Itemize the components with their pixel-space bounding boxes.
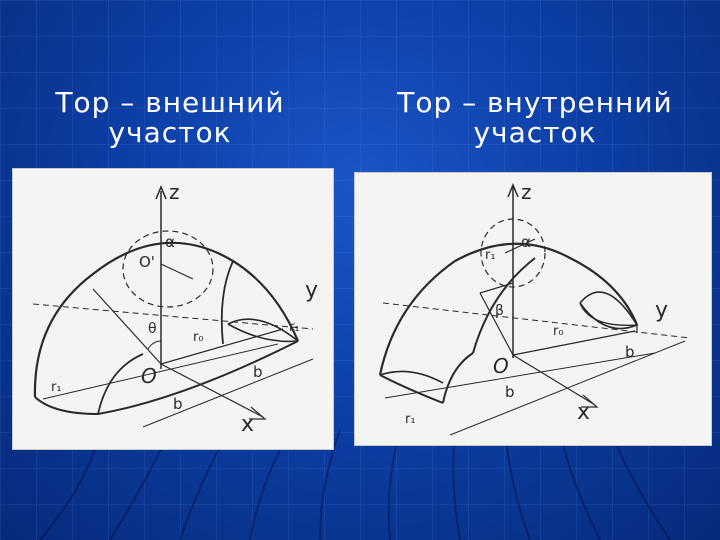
outer-shell-front-edge (97, 353, 144, 415)
radius-r0 (512, 330, 636, 356)
outer-shell-inner-edge (220, 260, 234, 345)
outer-torus-figure: z y x O O' α θ r₀ r₁ r₁ b b (12, 168, 334, 450)
end-cap-top (227, 318, 299, 342)
label-beta: β (495, 303, 504, 319)
label-origin: O (141, 364, 157, 388)
dimension-line-right (449, 340, 686, 436)
label-y: y (305, 278, 318, 303)
generating-circle (122, 230, 214, 308)
label-theta: θ (148, 321, 157, 337)
label-r1-top: r₁ (485, 248, 496, 263)
label-alpha: α (521, 233, 531, 251)
z-axis-arrow (155, 185, 167, 200)
label-r1-left: r₁ (51, 380, 62, 395)
label-x: x (241, 412, 254, 437)
z-axis-arrow (507, 183, 519, 198)
label-r1: r₁ (405, 412, 416, 427)
dimension-line-right (142, 358, 314, 428)
label-z: z (169, 180, 180, 204)
x-axis (512, 354, 596, 406)
y-axis (382, 302, 691, 339)
radius-r1 (160, 263, 194, 280)
right-heading: Тор – внутренний участок (375, 88, 695, 148)
outer-shell-arc (378, 242, 639, 376)
label-b-right: b (253, 363, 263, 381)
right-end-cap-lower (579, 302, 638, 327)
radius-r1 (504, 238, 536, 254)
outer-shell-base (34, 340, 299, 416)
outer-shell-front-edge (442, 352, 474, 404)
inner-torus-figure: z y x O α β r₀ r₁ r₁ b b (354, 172, 712, 446)
left-end-cap (379, 370, 444, 384)
radius-r0 (160, 328, 284, 365)
left-heading: Тор – внешний участок (20, 88, 320, 148)
label-origin: O (493, 354, 509, 378)
label-alpha: α (165, 233, 175, 251)
end-cap-bottom (227, 323, 299, 343)
label-z: z (521, 180, 532, 204)
theta-radius (92, 288, 162, 365)
label-x: x (577, 400, 590, 425)
label-b-lower: b (173, 395, 183, 413)
inner-shell-arc (472, 257, 536, 354)
beta-chord (479, 282, 514, 294)
dimension-line-lower (42, 343, 279, 400)
left-heading-line1: Тор – внешний (55, 86, 285, 119)
outer-shell-arc (33, 241, 300, 398)
dimension-line-lower (384, 352, 656, 399)
x-axis (160, 363, 264, 418)
label-y: y (655, 298, 668, 323)
x-axis-arrow (249, 406, 267, 420)
label-r0: r₀ (553, 324, 564, 339)
outer-shell-base-left (379, 374, 444, 404)
theta-arc (147, 340, 162, 350)
beta-radius (479, 292, 514, 356)
generating-circle (480, 218, 546, 288)
label-b-lower: b (505, 383, 515, 401)
outer-torus-diagram: z y x O O' α θ r₀ r₁ r₁ b b (32, 180, 318, 437)
y-axis (32, 303, 314, 330)
x-axis-arrow (581, 394, 599, 408)
label-center: O' (139, 253, 155, 271)
right-heading-line1: Тор – внутренний (397, 86, 673, 119)
label-r1-right: r₁ (289, 320, 300, 335)
label-r0: r₀ (193, 330, 204, 345)
left-heading-line2: участок (108, 116, 232, 149)
inner-torus-diagram: z y x O α β r₀ r₁ r₁ b b (378, 180, 691, 436)
right-heading-line2: участок (473, 116, 597, 149)
label-b-right: b (625, 343, 635, 361)
